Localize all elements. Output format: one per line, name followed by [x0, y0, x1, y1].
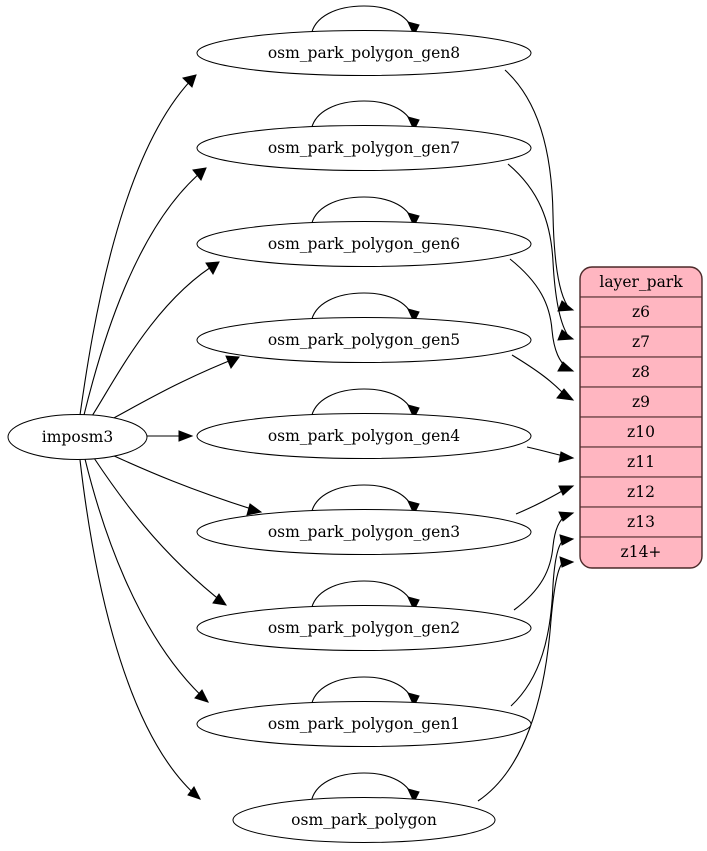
node-gen2[interactable]: osm_park_polygon_gen2 [196, 605, 532, 651]
base-label: osm_park_polygon [291, 811, 437, 829]
edge-gen7-to-z7 [507, 163, 575, 341]
self-loop-gen6 [310, 196, 420, 228]
edge-gen3-to-z11 [515, 485, 575, 515]
layer-park-row-z6[interactable] [580, 296, 702, 328]
layer-park-row-z9[interactable] [580, 386, 702, 418]
layer-park-z6-label: z6 [632, 303, 650, 321]
gen7-label: osm_park_polygon_gen7 [268, 139, 460, 157]
layer-park-row-z8[interactable] [580, 356, 702, 388]
edge-imposm3-to-gen4 [147, 430, 194, 442]
edge-imposm3-to-gen3 [111, 454, 263, 516]
self-loops [310, 5, 420, 804]
edge-gen1-to-z13 [510, 534, 575, 707]
imposm3-label: imposm3 [42, 428, 113, 446]
node-gen7[interactable]: osm_park_polygon_gen7 [196, 125, 532, 171]
gen5-ellipse[interactable] [196, 317, 532, 363]
gen6-ellipse[interactable] [196, 221, 532, 267]
edge-imposm3-to-gen7 [83, 167, 207, 416]
gen3-label: osm_park_polygon_gen3 [268, 523, 460, 541]
gen1-label: osm_park_polygon_gen1 [268, 715, 460, 733]
layer-park-z10-label: z10 [627, 423, 655, 441]
gen2-ellipse[interactable] [196, 605, 532, 651]
node-gen3[interactable]: osm_park_polygon_gen3 [196, 509, 532, 555]
layer-park-row-z14plus[interactable] [580, 536, 702, 568]
edge-gen5-to-z9 [511, 354, 575, 401]
edges-from-source [79, 74, 263, 800]
node-gen6[interactable]: osm_park_polygon_gen6 [196, 221, 532, 267]
layer-park-z12-label: z12 [627, 483, 655, 501]
layer-park-header-label: layer_park [599, 273, 683, 291]
gen2-label: osm_park_polygon_gen2 [268, 619, 460, 637]
layer-park-z7-label: z7 [632, 333, 650, 351]
edge-imposm3-to-gen6 [91, 261, 220, 417]
self-loop-gen8 [310, 5, 420, 37]
layer-park-z9-label: z9 [632, 393, 650, 411]
layer-park-z8-label: z8 [632, 363, 650, 381]
imposm3-ellipse[interactable] [7, 414, 148, 460]
layer-park-z13-label: z13 [627, 513, 655, 531]
edge-gen4-to-z10 [526, 446, 575, 463]
self-loop-gen2 [310, 580, 420, 612]
layer-park-row-z7[interactable] [580, 326, 702, 358]
edges-to-layer-park [477, 69, 575, 802]
layer-park-outline [579, 266, 703, 569]
node-gen5[interactable]: osm_park_polygon_gen5 [196, 317, 532, 363]
edge-imposm3-to-base [79, 459, 201, 800]
gen7-ellipse[interactable] [196, 125, 532, 171]
gen8-ellipse[interactable] [196, 30, 532, 76]
layer-park-z14plus-label: z14+ [621, 543, 662, 561]
node-layer-park[interactable]: layer_park z6 z7 z8 z9 z10 z11 z12 z13 z… [579, 266, 703, 569]
layer-park-header-cell [580, 267, 702, 298]
edge-imposm3-to-gen2 [93, 457, 228, 606]
edge-imposm3-to-gen8 [79, 74, 197, 416]
self-loop-gen5 [310, 292, 420, 324]
gen6-label: osm_park_polygon_gen6 [268, 235, 460, 253]
edge-base-to-z14 [477, 556, 575, 802]
node-gen1[interactable]: osm_park_polygon_gen1 [196, 701, 532, 747]
node-gen8[interactable]: osm_park_polygon_gen8 [196, 30, 532, 76]
self-loop-gen7 [310, 100, 420, 132]
gen3-ellipse[interactable] [196, 509, 532, 555]
gen5-label: osm_park_polygon_gen5 [268, 331, 460, 349]
edge-imposm3-to-gen5 [109, 355, 240, 421]
self-loop-gen1 [310, 676, 420, 708]
edge-imposm3-to-gen1 [84, 458, 209, 703]
self-loop-gen3 [310, 484, 420, 516]
layer-park-row-z10[interactable] [580, 416, 702, 448]
base-ellipse[interactable] [232, 797, 496, 843]
gen8-label: osm_park_polygon_gen8 [268, 44, 460, 62]
node-imposm3[interactable]: imposm3 [7, 414, 148, 460]
node-base[interactable]: osm_park_polygon [232, 797, 496, 843]
edge-gen8-to-z6 [504, 69, 575, 312]
layer-park-z11-label: z11 [627, 453, 655, 471]
gen4-label: osm_park_polygon_gen4 [268, 427, 460, 445]
self-loop-base [310, 772, 420, 804]
self-loop-gen4 [310, 388, 420, 420]
node-gen4[interactable]: osm_park_polygon_gen4 [196, 413, 532, 459]
gen1-ellipse[interactable] [196, 701, 532, 747]
gen4-ellipse[interactable] [196, 413, 532, 459]
edge-gen6-to-z8 [509, 258, 575, 372]
edge-gen2-to-z12 [513, 511, 575, 611]
